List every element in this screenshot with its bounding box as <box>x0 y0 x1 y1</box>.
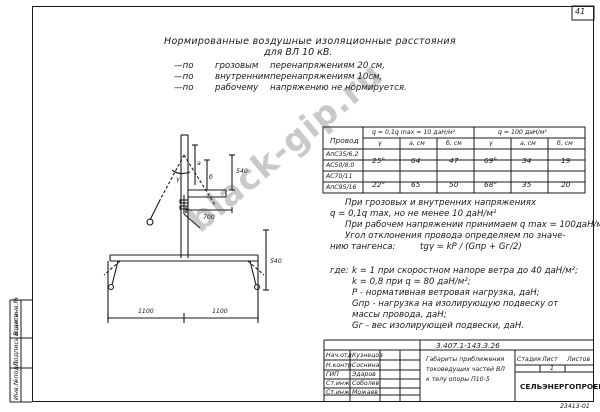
definition-line: k = 1 при скоростном напоре ветра до 40 … <box>352 266 578 276</box>
table-cell: 64 <box>411 156 421 165</box>
stamp-person: Соболев <box>352 380 380 387</box>
table-row-wire: АС70/11 <box>326 173 353 180</box>
definition-line: Р - нормативная ветровая нагрузка, даН; <box>352 288 540 298</box>
norm-item-dash: —по <box>174 61 194 71</box>
table-cell: 50 <box>449 180 459 189</box>
table-cell: 68° <box>484 180 498 189</box>
table-col-header: Провод <box>330 136 359 145</box>
norm-item-kind: рабочему <box>215 83 259 93</box>
angle-label: γ <box>176 176 180 183</box>
sheet-frame <box>32 6 594 402</box>
table-row-wire: АпС95/16 <box>326 184 357 191</box>
stamp-person: Соснина <box>352 362 380 369</box>
note-line: При грозовых и внутренних напряжениях <box>345 198 537 208</box>
drawing-description: к телу опоры П10-5 <box>426 376 490 383</box>
table-sub-header: а, см <box>520 140 536 147</box>
parameter-table-grid <box>322 126 586 194</box>
bottom-code: 23413-01 <box>560 403 590 410</box>
norm-item-kind: внутренним <box>215 72 270 82</box>
stamp-stage-label: Стадия <box>517 356 541 363</box>
norm-item-dash: —по <box>174 72 194 82</box>
table-cell: 69° <box>484 156 498 165</box>
note-line: q = 0,1q max, но не менее 10 даН/м² <box>330 209 497 219</box>
norm-item-kind: грозовым <box>215 61 259 71</box>
dimension-label: а <box>197 160 201 167</box>
drawing-description: токоведущих частей ВЛ <box>426 366 505 373</box>
dimension-label: 1100 <box>212 308 228 315</box>
drawing-code: 3.407.1-143.3.26 <box>436 341 500 350</box>
table-sub-header: γ <box>489 140 493 147</box>
organization-name: СЕЛЬЭНЕРГОПРОЕКТ <box>520 382 600 391</box>
dimension-label: б <box>209 174 213 181</box>
table-cell: 47 <box>449 156 459 165</box>
definition-line: Gг - вес изолирующей подвески, даН. <box>352 321 525 331</box>
table-group-header: q = 100 даН/м² <box>498 129 547 136</box>
definitions-label: где: <box>330 266 349 276</box>
stamp-role: ГИП <box>326 371 339 378</box>
table-cell: 19 <box>561 156 571 165</box>
stamp-role: Ст.инж. <box>326 380 352 387</box>
document-subtitle: для ВЛ 10 кВ. <box>264 47 333 58</box>
title-block-grid <box>323 339 594 402</box>
table-cell: 20 <box>561 180 571 189</box>
stamp-person: Кузнецов <box>352 352 383 359</box>
table-row-wire: АС50/8,0 <box>326 162 355 169</box>
table-cell: 35 <box>522 180 532 189</box>
stamp-role: Ст.инж. <box>326 389 352 396</box>
side-label-replacement: Взам.инв.№ <box>12 296 20 336</box>
definition-line: массы провода, даН; <box>352 310 447 320</box>
stamp-role: Н.контр. <box>326 362 354 369</box>
table-cell: 25° <box>372 156 386 165</box>
table-sub-header: б, см <box>557 140 573 147</box>
table-row-wire: АпС35/6,2 <box>326 151 359 158</box>
stamp-sheet-label: Лист <box>542 356 558 363</box>
note-line: нию тангенса: <box>330 242 396 252</box>
document-title: Нормированные воздушные изоляционные рас… <box>164 36 456 47</box>
table-cell: 34 <box>522 156 532 165</box>
definition-line: Gпр - нагрузка на изолирующую подвеску о… <box>352 299 559 309</box>
norm-item-value: перенапряжениям 10см, <box>270 72 383 82</box>
dimension-label: 1100 <box>138 308 154 315</box>
norm-item-value: напряжению не нормируется. <box>270 83 407 93</box>
table-sub-header: б, см <box>446 140 462 147</box>
table-sub-header: а, см <box>409 140 425 147</box>
stamp-person: Можаев <box>352 389 378 396</box>
note-line: При рабочем напряжении принимаем q max =… <box>345 220 600 230</box>
stamp-person: Эдаров <box>352 371 376 378</box>
stamp-sheets-label: Листов <box>567 356 591 363</box>
norm-item-value: перенапряжениям 20 см, <box>270 61 386 71</box>
definition-line: k = 0,8 при q = 80 даН/м²; <box>352 277 471 287</box>
drawing-description: Габариты приближения <box>426 356 505 363</box>
table-sub-header: γ <box>378 140 382 147</box>
note-line: Угол отклонения провода определяем по зн… <box>345 231 566 241</box>
norm-item-dash: —по <box>174 83 194 93</box>
pole-drawing <box>103 134 269 323</box>
dimension-label: 700 <box>203 214 215 221</box>
sheet-number: 41 <box>575 7 586 16</box>
stamp-sheet-number: 1 <box>550 365 554 372</box>
table-cell: 22° <box>372 180 386 189</box>
dimension-label: 540 <box>236 168 248 175</box>
table-cell: 65 <box>411 180 421 189</box>
sheet-number-box <box>571 5 595 21</box>
tangent-formula: tgγ = kP / (Gпр + Gг/2) <box>420 242 522 252</box>
table-group-header: q = 0,1q max = 10 даН/м² <box>372 129 456 136</box>
stamp-role: Нач.отд. <box>326 352 354 359</box>
dimension-label: 540 <box>270 258 282 265</box>
